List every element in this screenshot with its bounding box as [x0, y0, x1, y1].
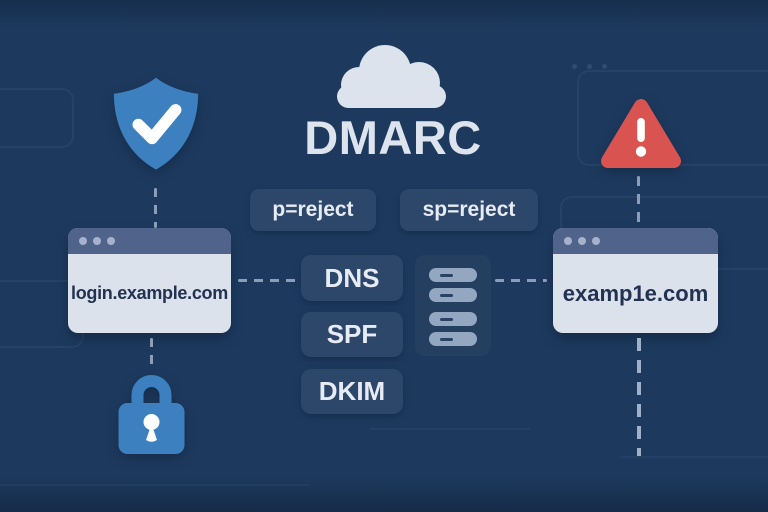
browser-window-spoofed: examp1e.com [553, 228, 718, 333]
window-dot-icon [107, 237, 115, 245]
dashed-connector-shield-to-window [154, 188, 157, 228]
window-dot-icon [578, 237, 586, 245]
top-vignette [0, 0, 768, 30]
record-badge-spf: SPF [301, 312, 403, 357]
server-bar [429, 332, 477, 346]
server-led [440, 293, 453, 297]
server-bar [429, 268, 477, 282]
window-titlebar [68, 228, 231, 254]
circuit-dot [602, 64, 607, 69]
dashed-connector-window-down [637, 338, 641, 456]
record-badge-dkim: DKIM [301, 369, 403, 414]
padlock-icon [118, 374, 185, 455]
circuit-trace [620, 456, 768, 458]
policy-badge-p-reject: p=reject [250, 189, 376, 231]
window-dot-icon [564, 237, 572, 245]
window-titlebar [553, 228, 718, 254]
legitimate-domain-label: login.example.com [71, 283, 228, 303]
server-led [440, 273, 453, 277]
browser-window-legitimate: login.example.com [68, 228, 231, 333]
circuit-trace [0, 484, 310, 486]
dashed-connector-warning-to-window [637, 176, 640, 227]
policy-badge-sp-reject: sp=reject [400, 189, 538, 231]
window-dot-icon [93, 237, 101, 245]
shield-check-icon [109, 74, 203, 185]
dmarc-title: DMARC [304, 111, 482, 164]
record-badge-dns: DNS [301, 255, 403, 301]
bottom-vignette [0, 476, 768, 512]
cloud-icon [333, 45, 450, 108]
dns-server-icon [415, 255, 491, 356]
circuit-dot [572, 64, 577, 69]
window-body: login.example.com [68, 254, 231, 333]
server-bar [429, 312, 477, 326]
dashed-connector-window-to-lock [150, 338, 153, 371]
server-led [440, 337, 453, 341]
dashed-connector-window-to-dns [238, 279, 298, 282]
circuit-trace [370, 428, 530, 430]
server-led [440, 317, 453, 321]
circuit-trace [0, 88, 74, 148]
window-dot-icon [79, 237, 87, 245]
server-bar [429, 288, 477, 302]
dashed-connector-server-to-window [495, 279, 547, 282]
window-dot-icon [592, 237, 600, 245]
window-body: examp1e.com [553, 254, 718, 333]
circuit-dot [587, 64, 592, 69]
spoofed-domain-label: examp1e.com [562, 280, 709, 306]
warning-triangle-icon [597, 94, 685, 172]
